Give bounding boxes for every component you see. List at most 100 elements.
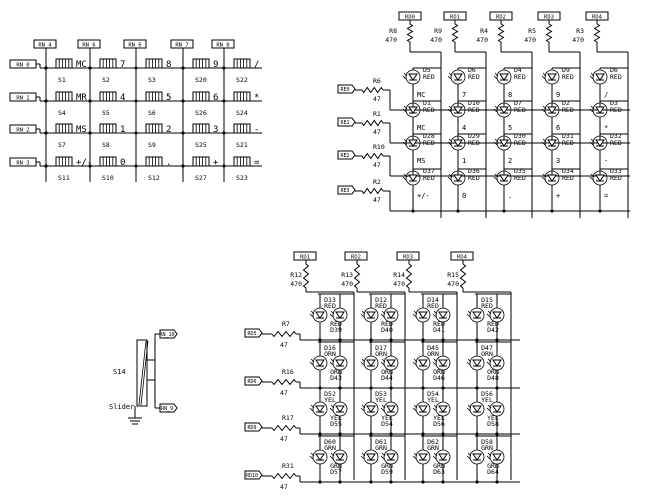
array-row-port-label: RD6 (247, 379, 256, 385)
keypad-switch-body (145, 123, 163, 134)
junction-dot (338, 338, 342, 342)
junction-dot (369, 432, 373, 436)
calc-led-ray (541, 108, 546, 113)
slider-port-bottom-box (159, 403, 178, 413)
array-led-a-name: D15 (481, 296, 493, 304)
calc-led-body (408, 174, 418, 182)
calc-led-name: D3 (610, 99, 618, 107)
calc-led-ray (493, 108, 498, 113)
calc-led-ray (402, 141, 407, 146)
junction-dot (475, 432, 479, 436)
keypad-key-label: 3 (213, 125, 218, 135)
array-led-b-color: RED (433, 320, 445, 328)
keypad-switch-name: S11 (58, 174, 70, 182)
array-led-b-color: YEL (487, 414, 499, 422)
array-led-a-body (418, 311, 428, 319)
array-led-b-ray (380, 407, 385, 412)
calc-led-name: D1 (423, 99, 431, 107)
calc-led-color: RED (562, 106, 574, 114)
calc-key-label: 6 (556, 124, 560, 132)
junction-dot (369, 338, 373, 342)
array-led-b-body (386, 311, 396, 319)
array-led-a-name: D60 (324, 438, 336, 446)
keypad-key-label: MR (76, 93, 87, 103)
array-led-b-body (335, 453, 345, 461)
array-led-a-ray (466, 407, 471, 412)
calc-led-body (547, 174, 557, 182)
array-led-b-body (438, 311, 448, 319)
array-col-resistor-value: 470 (341, 280, 353, 288)
calc-led-name: D7 (514, 99, 522, 107)
calc-led-ray (589, 141, 594, 146)
array-row-resistor-name: R7 (282, 320, 290, 328)
array-led-b-body (492, 311, 502, 319)
calc-key-label: - (604, 157, 608, 165)
calc-led-color: RED (562, 139, 574, 147)
array-led-b-color: RED (330, 320, 342, 328)
array-led-a-name: D58 (481, 438, 493, 446)
array-led-a-ray (412, 361, 417, 366)
junction-dot (389, 432, 393, 436)
calc-led-ray (589, 176, 594, 181)
array-led-a-name: D47 (481, 344, 493, 352)
keypad-switch-body (233, 91, 251, 102)
slider-port-top-box (159, 329, 178, 339)
array-led-b-name: D59 (381, 468, 393, 476)
array-col-port-label: RD2 (351, 254, 361, 260)
calc-led-body (408, 73, 418, 81)
array-led-b-ray (486, 313, 491, 318)
array-led-a-color: RED (324, 302, 336, 310)
junction-dot (181, 164, 185, 168)
array-col-resistor-name: R12 (290, 271, 302, 279)
calc-key-label: 2 (508, 157, 512, 165)
array-led-b-color: ORN (433, 368, 445, 376)
calc-led-color: RED (423, 106, 435, 114)
array-led-a-color: YEL (481, 396, 493, 404)
array-col-resistor-value: 470 (393, 280, 405, 288)
array-led-a-name: D62 (427, 438, 439, 446)
junction-dot (134, 66, 138, 70)
array-led-b-name: D48 (487, 374, 499, 382)
array-row-resistor (271, 378, 297, 386)
array-led-b-body (492, 453, 502, 461)
keypad-switch-body (233, 156, 251, 167)
calc-row-port-box (337, 117, 356, 127)
slider-label: Slider (109, 403, 134, 411)
calc-col-resistor (545, 23, 553, 43)
calc-key-label: 0 (462, 192, 466, 200)
junction-dot (456, 209, 460, 213)
keypad-switch-name: S1 (58, 76, 66, 84)
calc-led-body (453, 73, 463, 81)
array-led-a-body (366, 311, 376, 319)
keypad-key-label: +/- (76, 158, 92, 168)
calc-row-port-box (337, 150, 356, 160)
array-led-b-ray (432, 313, 437, 318)
array-led-a-body (472, 311, 482, 319)
calc-led-body (595, 106, 605, 114)
calc-row-resistor-value: 47 (373, 95, 381, 103)
array-led-b-body (438, 405, 448, 413)
calc-led-name: D4 (514, 66, 522, 74)
keypad-switch-name: S9 (148, 141, 156, 149)
array-led-a-color: ORN (427, 350, 439, 358)
array-led-b-ray (432, 361, 437, 366)
keypad-switch-name: S20 (195, 76, 207, 84)
keypad-key-label: 1 (120, 125, 125, 135)
calc-led-ray (493, 75, 498, 80)
keypad-col-port-label: RN_7 (175, 42, 188, 48)
array-led-b-color: GRN (381, 462, 393, 470)
array-col-resistor-value: 470 (290, 280, 302, 288)
array-col-resistor (353, 263, 361, 289)
array-led-a-ray (466, 313, 471, 318)
array-led-a-ray (466, 455, 471, 460)
array-led-a-color: GRN (324, 444, 336, 452)
keypad-switch-name: S7 (58, 141, 66, 149)
keypad-key-label: 6 (213, 93, 218, 103)
array-led-a-ray (360, 313, 365, 318)
junction-dot (181, 131, 185, 135)
array-led-b-name: D57 (330, 468, 342, 476)
calc-led-name: D36 (468, 167, 480, 175)
slider-body (136, 339, 148, 407)
